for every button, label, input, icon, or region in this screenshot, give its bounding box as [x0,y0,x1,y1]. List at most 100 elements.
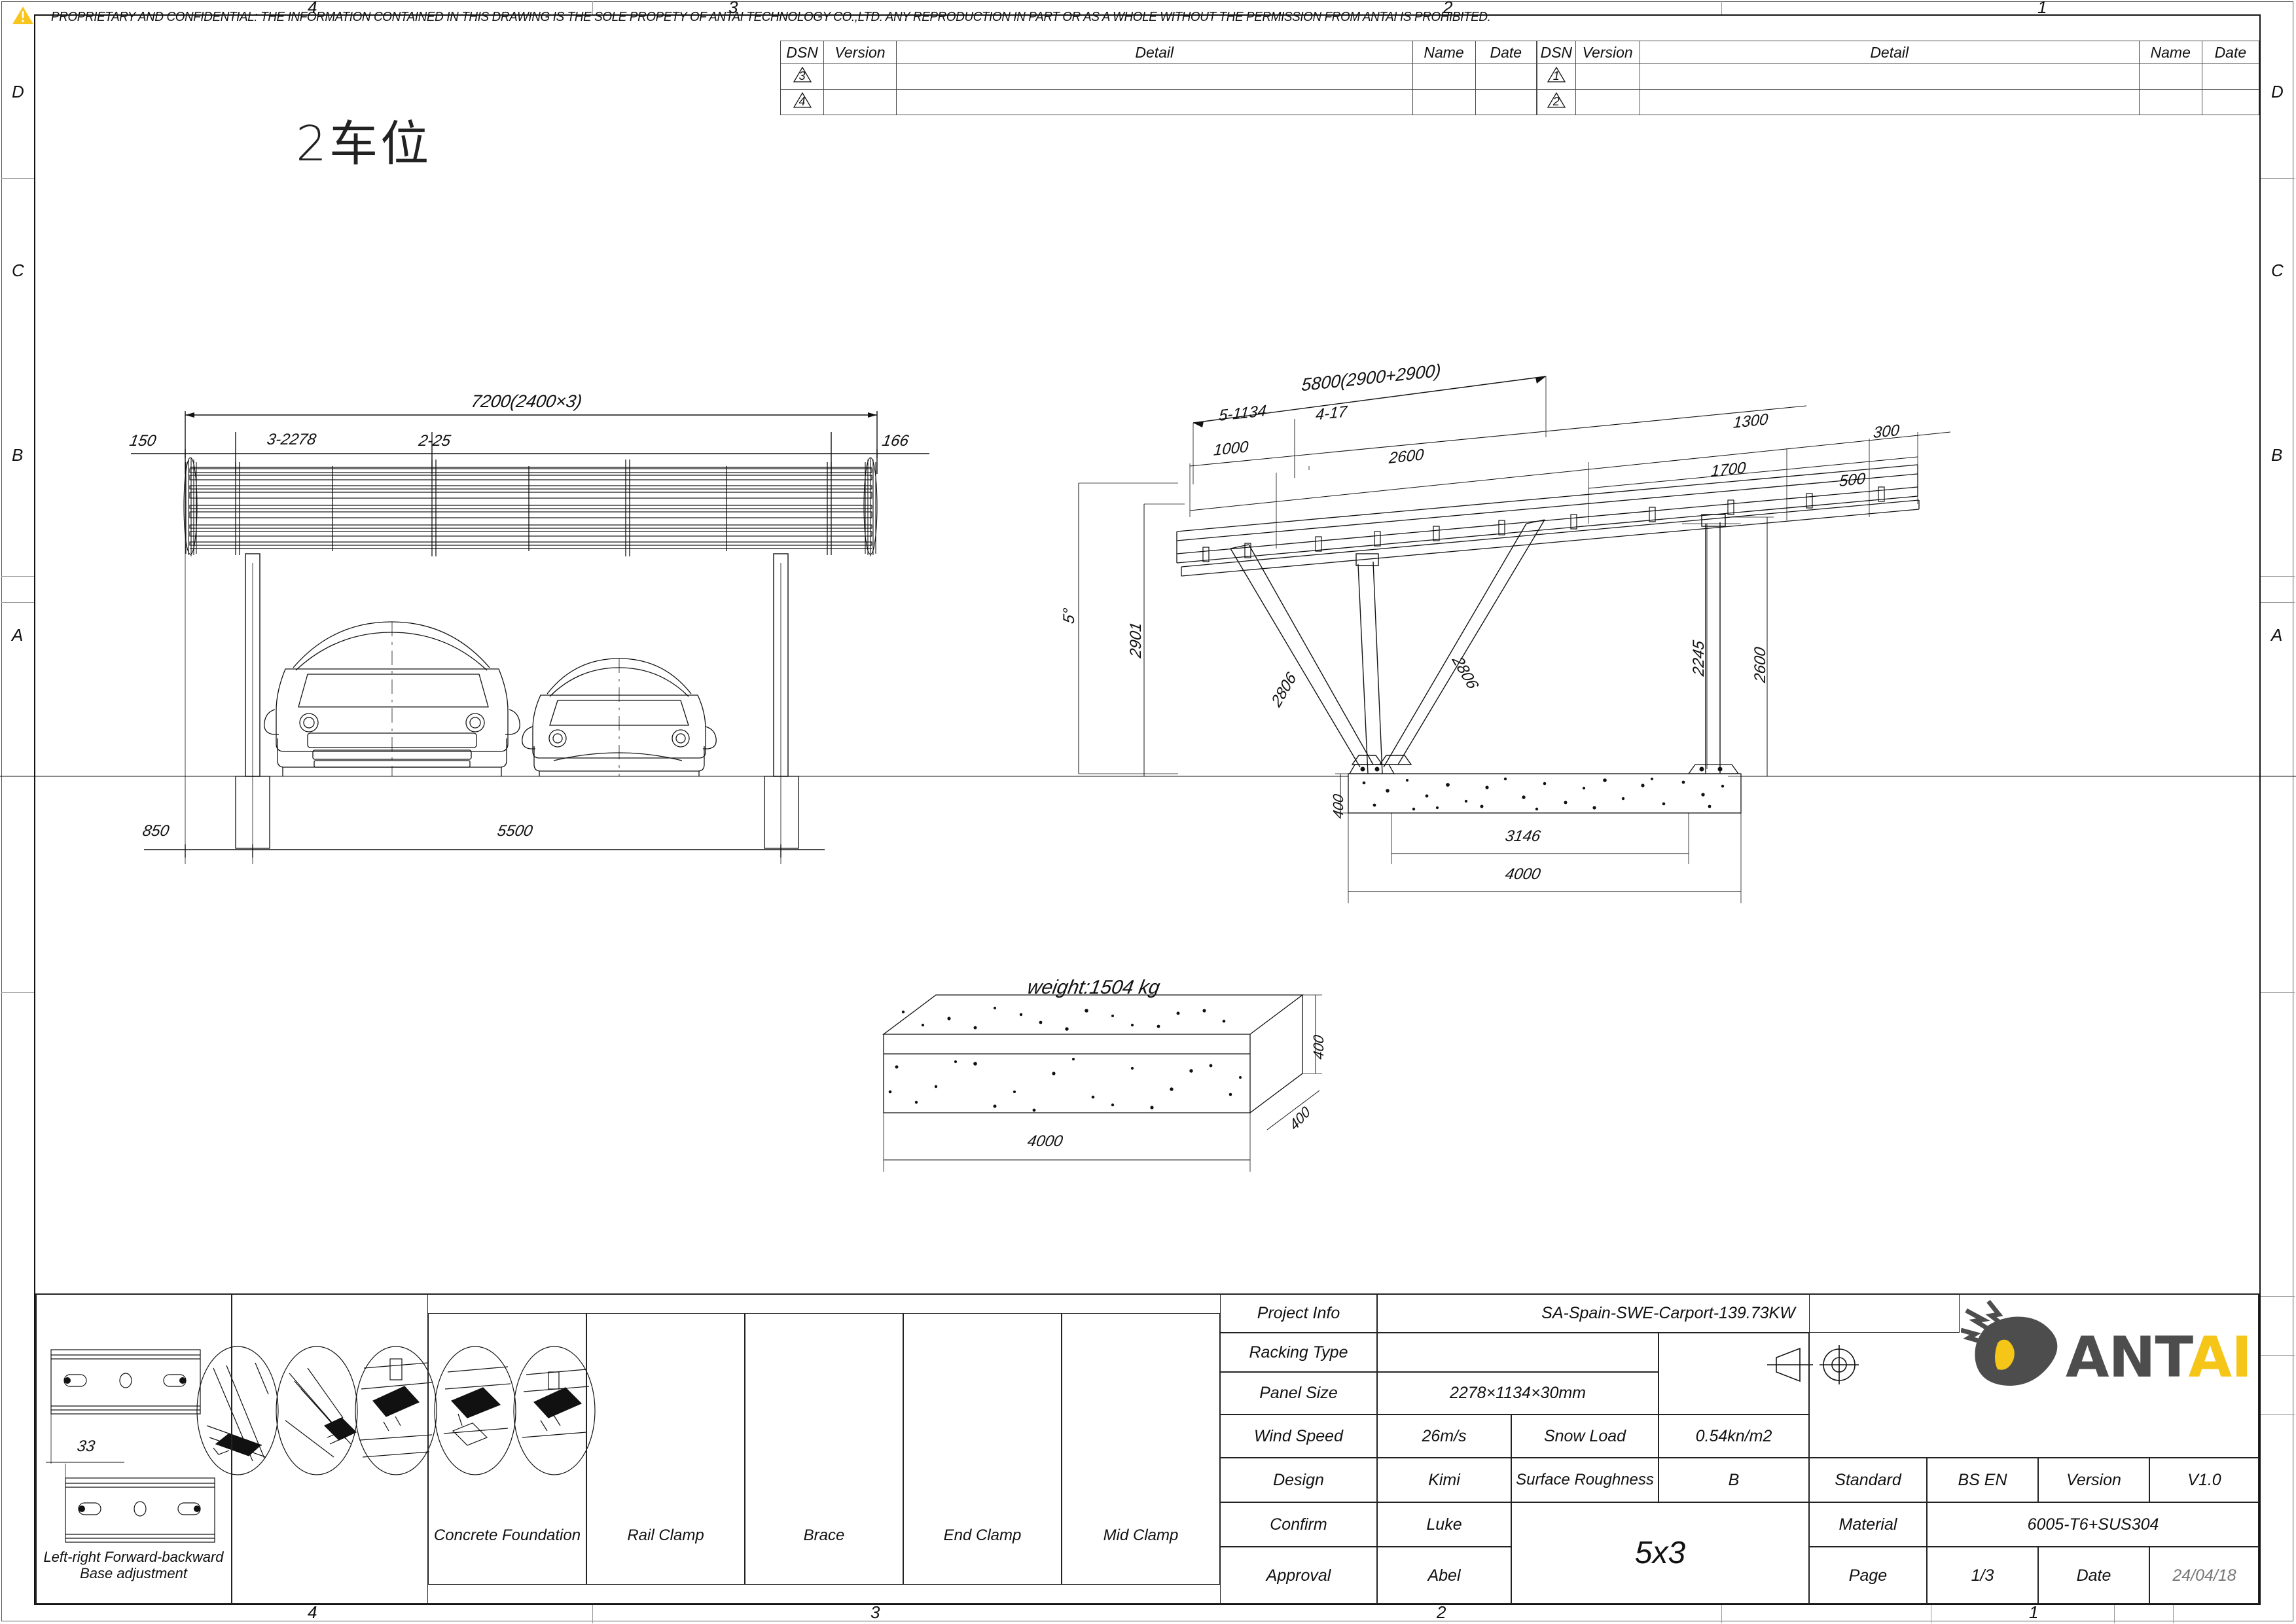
zone-label-a-left: A [12,625,24,645]
sheet-border-inner [34,14,2261,1605]
value-wind-speed: 26m/s [1377,1415,1511,1458]
dim-post-span: 5500 [495,822,534,840]
warning-triangle-icon [12,7,33,24]
dim-1300: 1300 [1732,410,1769,432]
zone-label-1-top: 1 [2037,0,2047,17]
dim-right-overhang: 166 [880,432,910,450]
detail-label-brace: Brace [803,1526,845,1545]
dim-front-post-height: 2901 [1127,621,1145,659]
revision-number: 4 [798,95,806,108]
rev-th-detail: Detail [1639,41,2140,64]
rev-th-date: Date [2201,41,2260,64]
weight-label: weight:1504 kg [1026,977,1162,998]
dim-brace-base-span: 3146 [1503,827,1542,845]
rev-detail-cell [1639,63,2140,90]
table-row: 1 [1537,63,2260,90]
table-row: 4 [780,89,1537,115]
rev-detail-cell [895,89,1413,115]
dim-beam-height: 400 [1310,1034,1327,1061]
dim-clearance: 2600 [1751,645,1769,684]
zone-label-b-right: B [2271,445,2283,465]
rev-th-dsn: DSN [780,41,825,64]
value-date: 24/04/18 [2149,1547,2259,1604]
zone-divider [1,178,34,179]
dim-2600-top: 2600 [1388,446,1425,467]
zone-divider [2261,1414,2295,1415]
zone-divider [592,1605,593,1623]
antai-word-dark: ANT [2066,1325,2189,1390]
detail-thumb-cell [745,1313,903,1585]
confidentiality-notice: PROPRIETARY AND CONFIDENTIAL: THE INFORM… [51,9,1491,24]
zone-label-d-right: D [2271,82,2284,101]
value-version: V1.0 [2149,1458,2259,1502]
table-row: 2 [1537,89,2260,115]
dim-footing-depth: 400 [1330,793,1346,820]
zone-divider [1721,1605,1722,1623]
zone-label-c-right: C [2271,261,2284,280]
rev-th-detail: Detail [895,41,1413,64]
label-date: Date [2038,1547,2149,1604]
zone-divider [2173,1605,2174,1623]
value-material: 6005-T6+SUS304 [1927,1502,2259,1547]
dim-tilt-angle: 5° [1060,607,1078,625]
label-wind-speed: Wind Speed [1220,1415,1377,1458]
label-design: Design [1220,1458,1377,1502]
logo-panel [1809,1293,2259,1458]
rev-name-cell [1412,63,1476,90]
rev-name-cell [2138,63,2202,90]
zone-label-4-top: 4 [308,0,317,17]
antai-wordmark: ANTAI [2066,1325,2253,1390]
zone-divider [1721,1,1722,14]
value-snow-load: 0.54kn/m2 [1659,1415,1809,1458]
detail-label-rail-clamp: Rail Clamp [627,1526,704,1545]
zone-divider [1,602,34,603]
value-standard: BS EN [1927,1458,2038,1502]
zone-label-3-top: 3 [728,0,738,17]
projection-symbol-cell [1659,1333,1809,1415]
antai-mark-icon [1960,1299,2058,1386]
dim-overall-width: 7200(2400×3) [469,391,584,411]
label-material: Material [1809,1502,1927,1547]
value-racking-type [1377,1333,1659,1372]
zone-label-b-left: B [12,445,24,465]
zone-divider [1,576,34,577]
value-approval: Abel [1377,1547,1511,1604]
zone-divider [2261,576,2295,577]
value-array-size: 5x3 [1511,1502,1809,1604]
page-title-cn: 2车位 [296,116,432,172]
label-version: Version [2038,1458,2149,1502]
revision-triangle-icon: 1 [1547,66,1566,83]
rev-date-cell [2201,89,2260,115]
rev-detail-cell [895,63,1413,90]
zone-label-1-bottom: 1 [2029,1602,2039,1622]
revision-number: 2 [1552,95,1560,108]
rev-th-name: Name [2138,41,2202,64]
revision-number: 1 [1552,69,1560,82]
detail-label-mid-clamp: Mid Clamp [1103,1526,1179,1545]
value-project-info: SA-Spain-SWE-Carport-139.73KW [1377,1293,1960,1333]
label-approval: Approval [1220,1547,1377,1604]
detail-thumb-cell [428,1313,586,1585]
rev-version-cell [1575,63,1640,90]
revision-triangle-icon: 2 [1547,92,1566,109]
detail-thumb-cell [586,1313,745,1585]
detail-thumb-cell [1062,1313,1220,1585]
rev-th-version: Version [1575,41,1640,64]
rev-dsn-cell: 3 [780,63,825,90]
antai-word-accent: AI [2188,1325,2253,1390]
rev-version-cell [823,89,897,115]
rev-date-cell [2201,63,2260,90]
rev-th-version: Version [823,41,897,64]
label-surface-roughness: Surface Roughness [1511,1458,1659,1502]
base-adjust-caption: Left-right Forward-backward Base adjustm… [35,1536,232,1595]
dim-foundation-span: 4000 [1503,865,1542,883]
zone-divider [592,1,593,14]
blank-panel [232,1293,428,1604]
base-adjust-caption-line2: Base adjustment [80,1565,187,1581]
dim-left-overhang: 150 [128,432,158,450]
value-panel-size: 2278×1134×30mm [1377,1372,1659,1415]
revision-triangle-icon: 3 [793,66,812,83]
zone-label-2-top: 2 [1443,0,1453,17]
dim-300: 300 [1873,421,1900,442]
